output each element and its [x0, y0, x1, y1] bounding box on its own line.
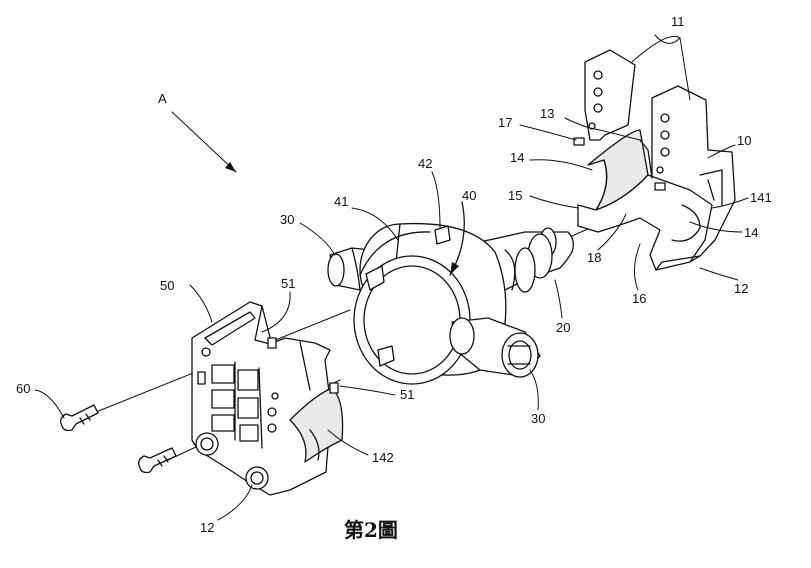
- label-42: 42: [418, 156, 432, 171]
- label-141: 141: [750, 190, 772, 205]
- label-14-upper: 14: [510, 150, 524, 165]
- upper-housing: [573, 49, 736, 271]
- reference-labels: A 11 13 17 10 14 15 141 14 18 16 12 42 4…: [16, 14, 772, 535]
- label-51-top: 51: [281, 276, 295, 291]
- label-15: 15: [508, 188, 522, 203]
- label-41: 41: [334, 194, 348, 209]
- lower-housing-50: [191, 301, 344, 496]
- label-51-bottom: 51: [400, 387, 414, 402]
- label-12-upper: 12: [734, 281, 748, 296]
- leader-lines: [34, 34, 749, 521]
- label-13: 13: [540, 106, 554, 121]
- screws-60: [60, 404, 177, 474]
- differential-40: [327, 201, 541, 385]
- view-arrow-a: [171, 111, 237, 173]
- label-14-lower: 14: [744, 225, 758, 240]
- label-11: 11: [671, 14, 685, 29]
- figure-caption: 第2圖: [344, 518, 398, 542]
- label-50: 50: [160, 278, 174, 293]
- label-30-left: 30: [280, 212, 294, 227]
- shaft-20: [479, 227, 574, 293]
- label-40: 40: [462, 188, 476, 203]
- label-12-lower: 12: [200, 520, 214, 535]
- label-142: 142: [372, 450, 394, 465]
- label-20: 20: [556, 320, 570, 335]
- label-10: 10: [737, 133, 751, 148]
- label-a: A: [158, 91, 167, 106]
- label-18: 18: [587, 250, 601, 265]
- label-60: 60: [16, 381, 30, 396]
- label-17: 17: [498, 115, 512, 130]
- label-30-right: 30: [531, 411, 545, 426]
- label-16: 16: [632, 291, 646, 306]
